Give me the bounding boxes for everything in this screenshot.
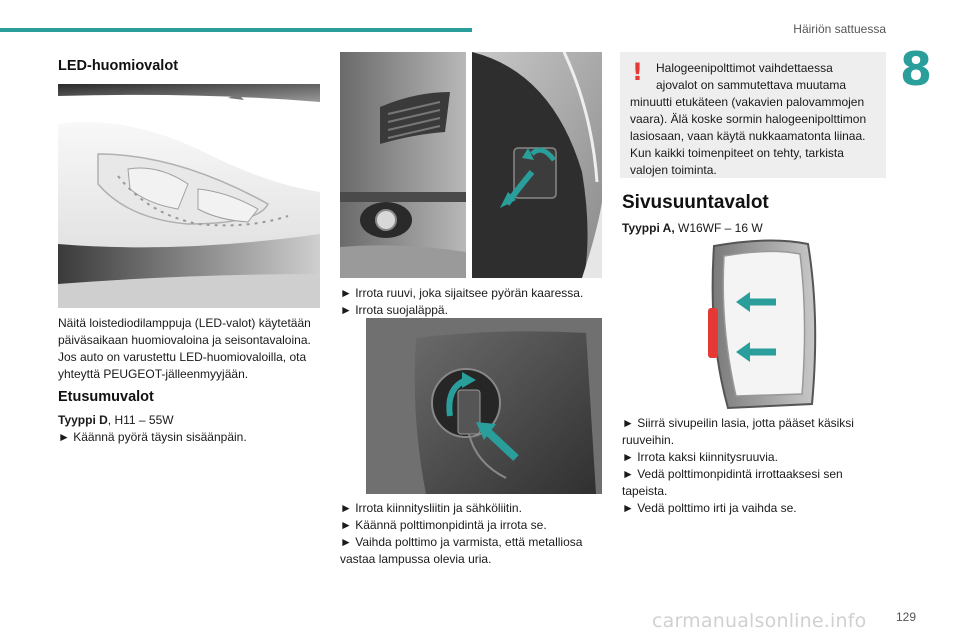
led-headlight-illustration [58,84,320,308]
warning-text: Halogeenipolttimot vaihdettaessa ajovalo… [630,61,867,177]
wheel-arch-cover-illustration [472,52,602,278]
section-header-title: Häiriön sattuessa [793,22,886,36]
chapter-number: 8 [899,42,932,96]
warning-box: ! Halogeenipolttimot vaihdettaessa ajova… [620,52,886,178]
fog-lamp-bumper-illustration [340,52,466,278]
side-indicator-type: Tyyppi A, W16WF – 16 W [622,221,763,235]
bulb-holder-illustration [366,318,602,494]
led-section-title: LED-huomiovalot [58,58,179,74]
watermark: carmanualsonline.info [652,610,867,632]
header-accent-bar [0,28,472,32]
warning-icon: ! [632,58,643,86]
bulb-replacement-steps: ► Irrota kiinnitysliitin ja sähköliitin.… [340,501,583,566]
page-number: 129 [895,610,916,624]
front-fog-body: Tyyppi D, H11 – 55W ► Käännä pyörä täysi… [58,413,247,444]
cover-removal-steps: ► Irrota ruuvi, joka sijaitsee pyörän ka… [340,286,584,317]
side-indicator-steps: ► Siirrä sivupeilin lasia, jotta pääset … [622,416,854,515]
front-fog-title: Etusumuvalot [58,389,154,405]
led-description: Näitä loistediodilamppuja (LED-valot) kä… [58,316,311,381]
side-indicator-title: Sivusuuntavalot [622,192,769,213]
side-mirror-illustration [700,236,824,412]
